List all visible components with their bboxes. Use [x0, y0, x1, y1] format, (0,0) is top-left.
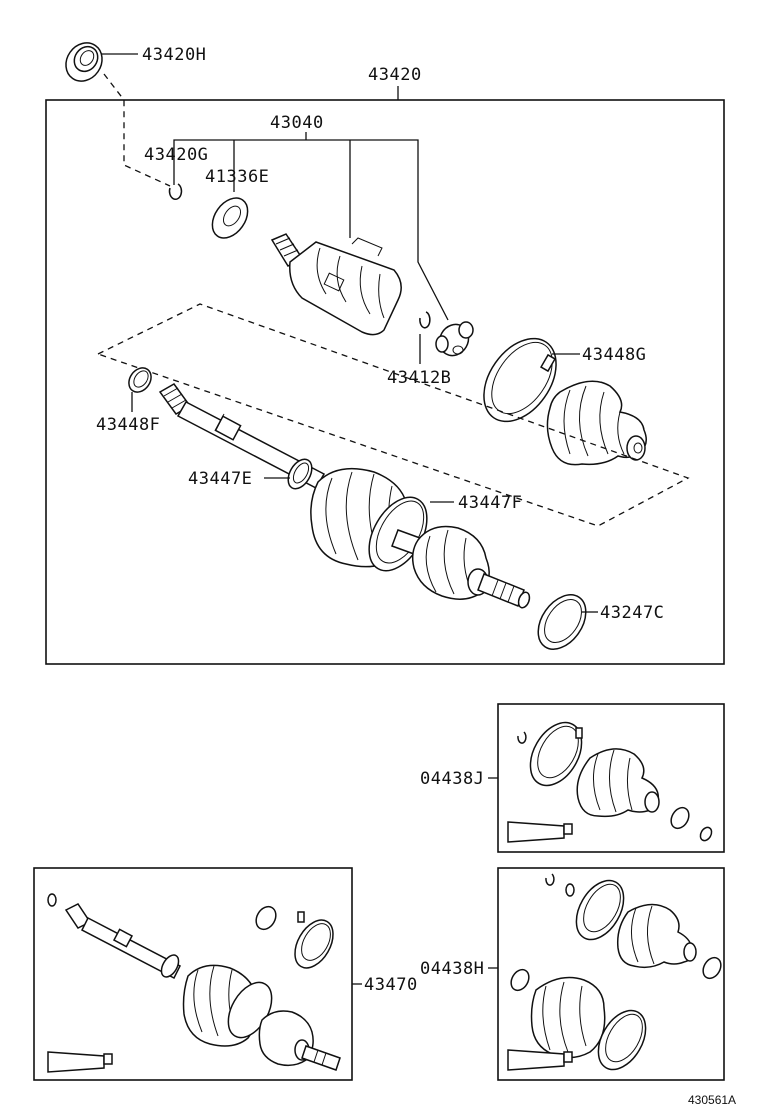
label-43412b[interactable]: 43412B — [387, 368, 451, 388]
main-assembly-box — [45, 99, 725, 665]
kit-h-parts[interactable] — [507, 872, 725, 1077]
seal-43420h[interactable] — [59, 36, 110, 88]
snap-ring-43420g[interactable] — [168, 183, 183, 200]
label-43447f[interactable]: 43447F — [458, 493, 522, 513]
label-43448f[interactable]: 43448F — [96, 415, 160, 435]
label-43420h[interactable]: 43420H — [142, 45, 206, 65]
label-43448g[interactable]: 43448G — [582, 345, 646, 365]
label-43247c[interactable]: 43247C — [600, 603, 664, 623]
figure-code: 430561A — [688, 1093, 736, 1107]
label-04438j[interactable]: 04438J — [420, 769, 484, 789]
washer-41336e[interactable] — [205, 191, 255, 244]
label-41336e[interactable]: 41336E — [205, 167, 269, 187]
inboard-joint-housing[interactable] — [270, 233, 402, 336]
assembly-box-43470 — [33, 867, 353, 1081]
snap-ring-43412b[interactable] — [419, 311, 431, 329]
kit-box-04438h — [497, 867, 725, 1081]
label-43470[interactable]: 43470 — [364, 975, 418, 995]
label-43447e[interactable]: 43447E — [188, 469, 252, 489]
tripod-joint[interactable] — [434, 319, 474, 361]
inboard-boot[interactable] — [546, 380, 647, 466]
clamp-43447e[interactable] — [283, 455, 316, 493]
clamp-43448f[interactable] — [124, 364, 155, 397]
abs-ring-43247c[interactable] — [528, 586, 595, 658]
kit-boundary-dashed — [97, 303, 690, 527]
label-43420g[interactable]: 43420G — [144, 145, 208, 165]
label-04438h[interactable]: 04438H — [420, 959, 484, 979]
kit-j-parts[interactable] — [507, 714, 714, 843]
label-43420[interactable]: 43420 — [368, 65, 422, 85]
outboard-cv-joint[interactable] — [391, 525, 531, 610]
label-43040[interactable]: 43040 — [270, 113, 324, 133]
assembly-43470-parts[interactable] — [47, 893, 341, 1073]
